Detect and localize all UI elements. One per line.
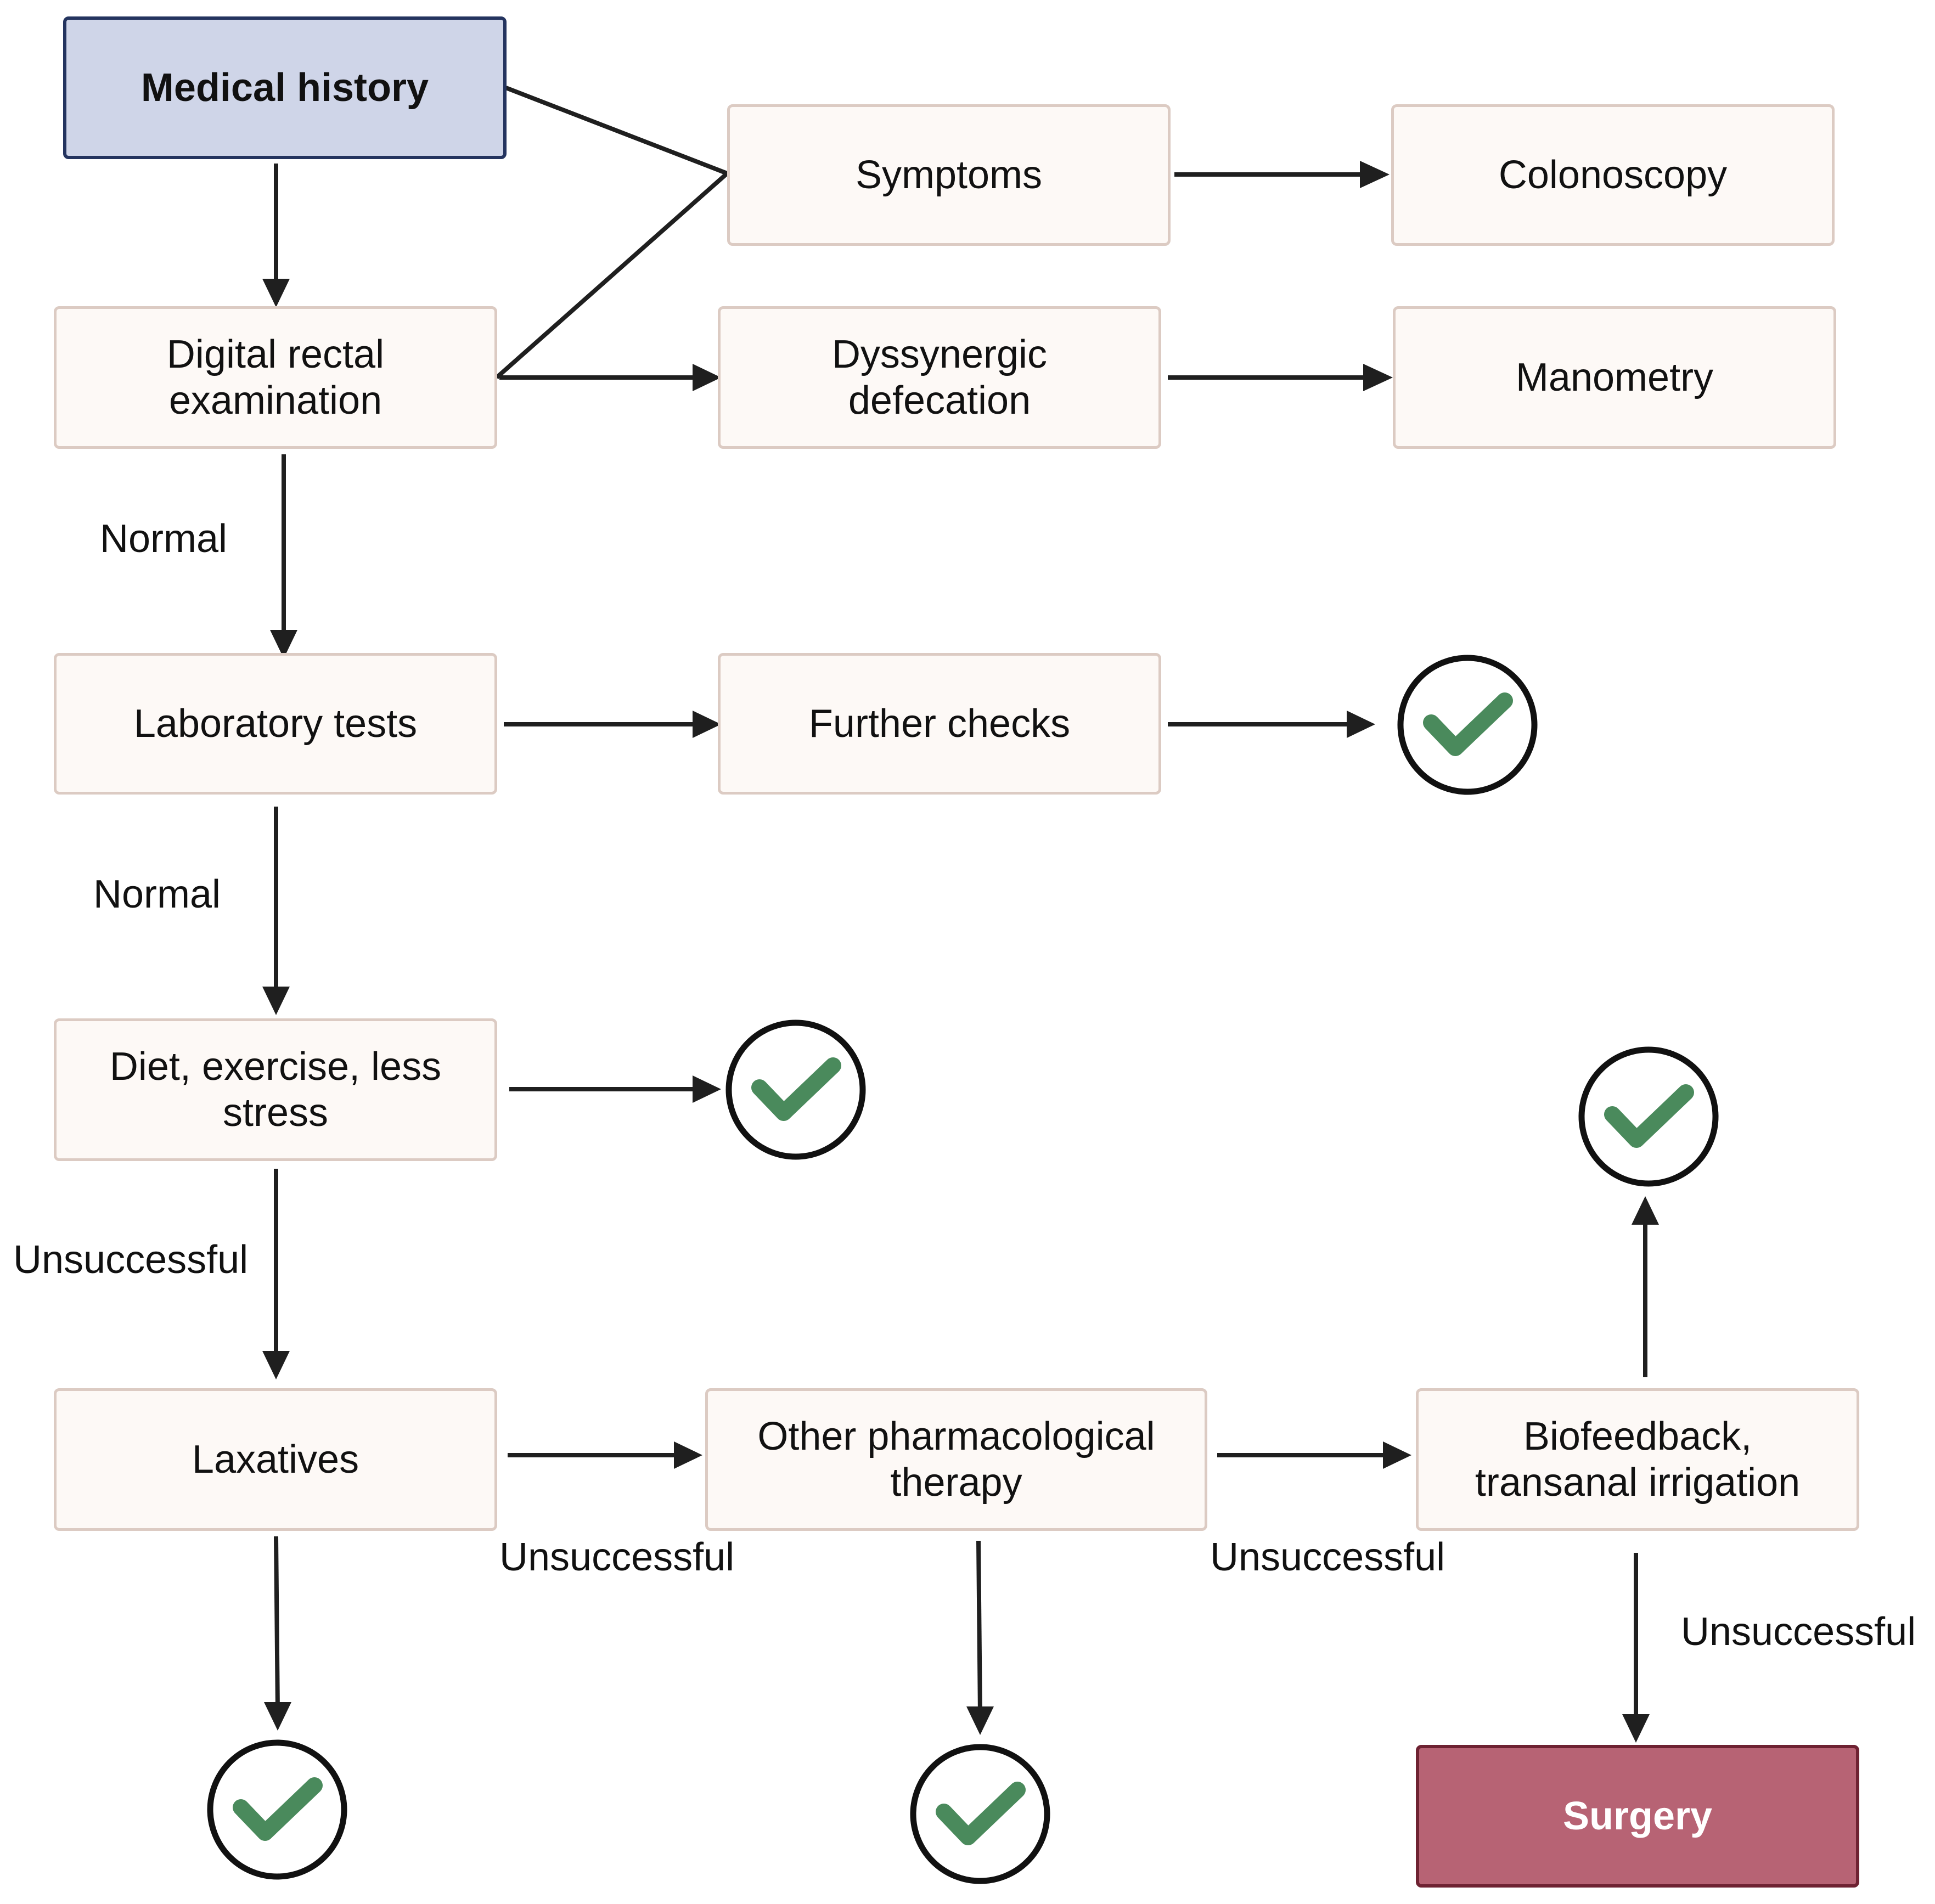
- arrowhead-other-to-check: [966, 1706, 994, 1735]
- node-further-checks-label: Further checks: [808, 702, 1071, 746]
- node-biofeedback: Biofeedback, transanal irrigation: [1416, 1388, 1859, 1531]
- edge-laxatives-to-check: [274, 1536, 280, 1713]
- node-laboratory-tests: Laboratory tests: [54, 653, 497, 795]
- node-colonoscopy-label: Colonoscopy: [1498, 153, 1728, 197]
- arrowhead-dre-to-lab: [270, 630, 297, 658]
- node-other-pharmacological-therapy: Other pharmacological therapy: [705, 1388, 1207, 1531]
- node-diet-exercise: Diet, exercise, less stress: [54, 1018, 497, 1161]
- arrowhead-history-to-dre: [262, 279, 290, 307]
- edge-label-other-to-biofeedback: Unsuccessful: [1210, 1535, 1445, 1579]
- arrowhead-further-to-check: [1347, 711, 1375, 738]
- node-dyssynergic-defecation-label: Dyssynergic defecation: [831, 333, 1048, 423]
- arrowhead-lab-to-diet: [262, 987, 290, 1015]
- check-circle-icon: [910, 1744, 1050, 1884]
- check-circle-icon: [1397, 655, 1538, 795]
- edge-other-to-check: [976, 1540, 982, 1716]
- edge-history-to-symptoms: [505, 86, 728, 176]
- node-colonoscopy: Colonoscopy: [1391, 104, 1835, 246]
- arrowhead-dyssynergic-to-manometry: [1363, 364, 1393, 391]
- check-circle-icon: [207, 1739, 347, 1880]
- node-laxatives-label: Laxatives: [192, 1438, 359, 1481]
- arrowhead-laxatives-to-check: [264, 1702, 291, 1731]
- arrowhead-laxatives-to-other: [674, 1441, 702, 1469]
- node-digital-rectal-examination-label: Digital rectal examination: [166, 333, 385, 423]
- edge-dre-to-symptoms: [495, 172, 729, 379]
- check-circle-icon: [1578, 1046, 1719, 1187]
- arrowhead-dre-to-dyssynergic: [693, 364, 721, 391]
- arrowhead-other-to-biofeedback: [1383, 1441, 1411, 1469]
- check-circle-icon: [725, 1019, 866, 1160]
- node-surgery: Surgery: [1416, 1745, 1859, 1888]
- edge-label-biofeedback-to-surgery: Unsuccessful: [1681, 1610, 1916, 1654]
- node-other-pharmacological-therapy-label: Other pharmacological therapy: [757, 1415, 1155, 1505]
- node-medical-history: Medical history: [63, 16, 507, 159]
- arrowhead-diet-to-check: [693, 1075, 721, 1103]
- arrowhead-diet-to-laxatives: [262, 1351, 290, 1379]
- arrowhead-biofeedback-to-check: [1632, 1196, 1659, 1225]
- edge-label-diet-to-laxatives: Unsuccessful: [13, 1238, 249, 1282]
- node-symptoms: Symptoms: [727, 104, 1171, 246]
- node-laxatives: Laxatives: [54, 1388, 497, 1531]
- node-surgery-label: Surgery: [1562, 1794, 1713, 1838]
- edge-label-lab-to-diet: Normal: [93, 872, 221, 916]
- edge-label-dre-to-lab: Normal: [100, 517, 228, 561]
- node-diet-exercise-label: Diet, exercise, less stress: [109, 1045, 442, 1135]
- node-digital-rectal-examination: Digital rectal examination: [54, 306, 497, 449]
- edge-label-laxatives-to-other: Unsuccessful: [499, 1535, 735, 1579]
- node-medical-history-label: Medical history: [140, 66, 429, 110]
- node-further-checks: Further checks: [718, 653, 1161, 795]
- node-manometry: Manometry: [1393, 306, 1836, 449]
- node-manometry-label: Manometry: [1515, 356, 1714, 399]
- arrowhead-symptoms-to-colonoscopy: [1360, 161, 1390, 188]
- arrowhead-lab-to-further: [693, 711, 721, 738]
- node-biofeedback-label: Biofeedback, transanal irrigation: [1475, 1415, 1801, 1505]
- arrowhead-biofeedback-to-surgery: [1622, 1714, 1650, 1743]
- node-dyssynergic-defecation: Dyssynergic defecation: [718, 306, 1161, 449]
- node-symptoms-label: Symptoms: [855, 153, 1043, 197]
- node-laboratory-tests-label: Laboratory tests: [133, 702, 418, 746]
